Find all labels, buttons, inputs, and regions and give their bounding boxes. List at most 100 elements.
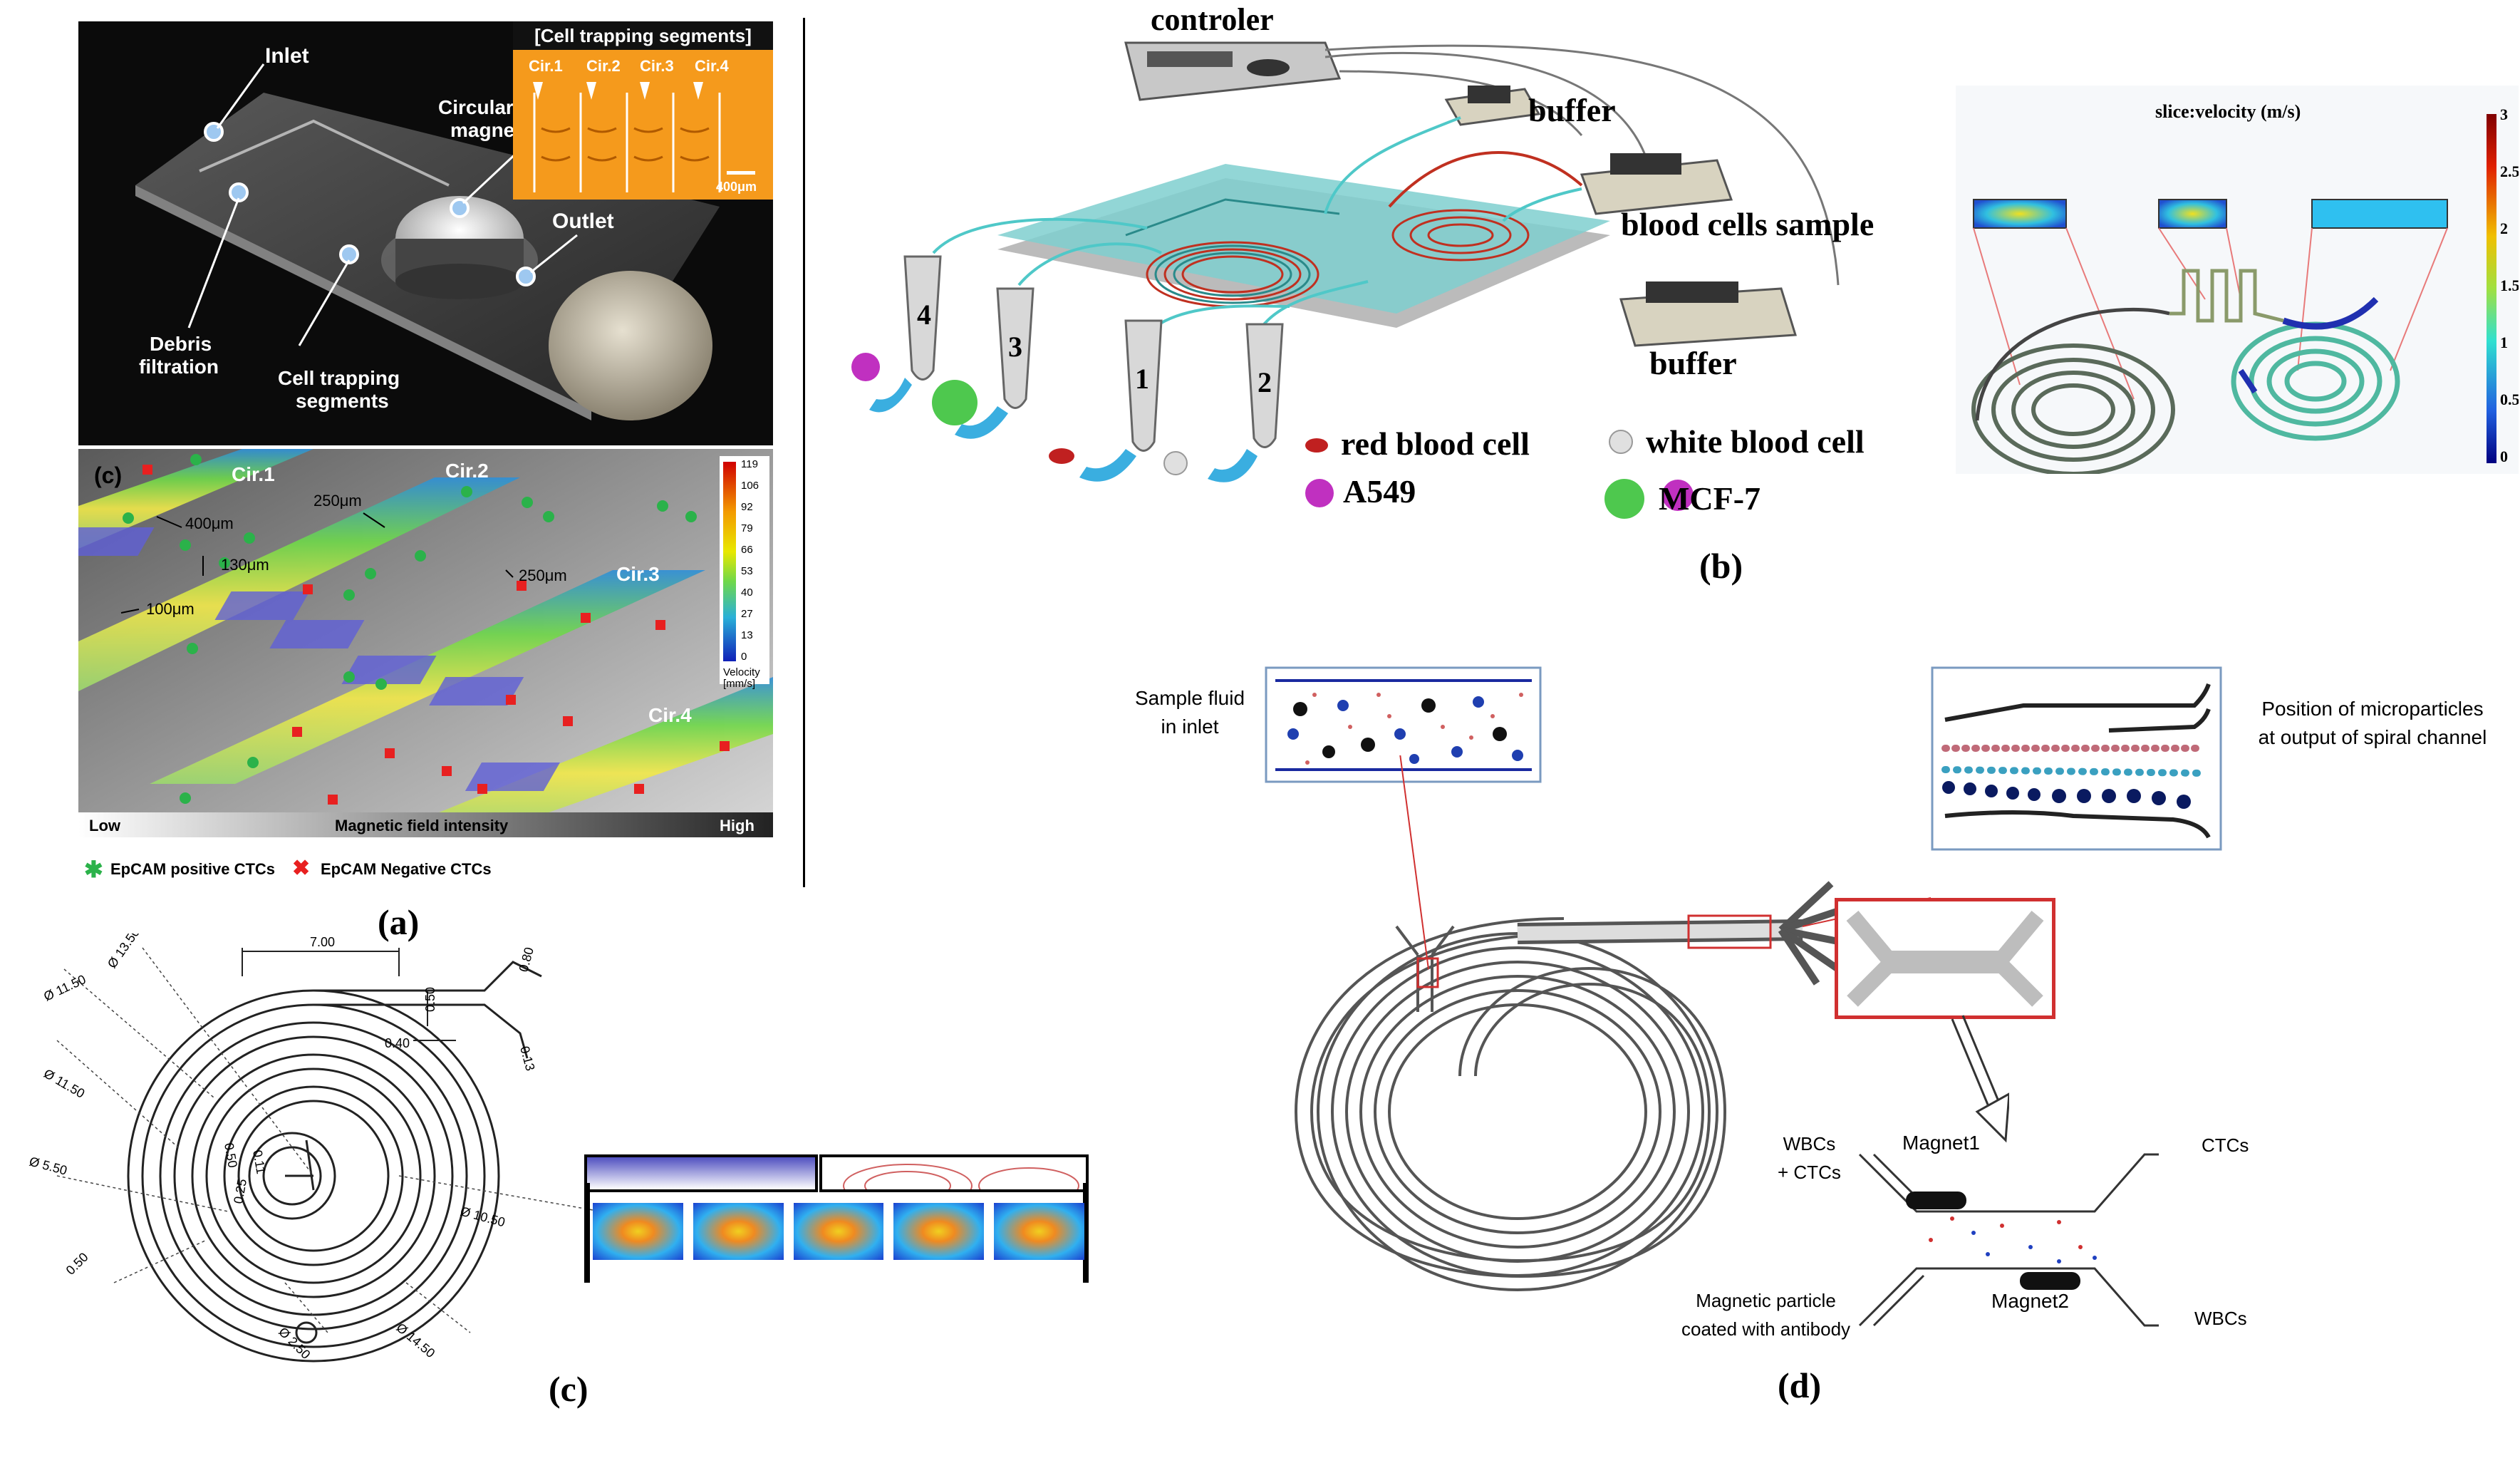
legend-a549: A549 xyxy=(1343,473,1416,510)
label-position: Position of microparticles at output of … xyxy=(2258,698,2487,748)
tube-3: 3 xyxy=(1008,331,1022,363)
label-ctcs: CTCs xyxy=(2202,1134,2249,1156)
dim-5-50: Ø 5.50 xyxy=(28,1154,68,1178)
sim-colorbar-tick: 3 xyxy=(2500,105,2508,123)
legend-wbc: white blood cell xyxy=(1646,423,1865,460)
microfluidic-chip xyxy=(997,164,1610,328)
label-controler: controler xyxy=(1151,2,1274,37)
dim-11-50-a: Ø 11.50 xyxy=(41,972,88,1004)
sim-drawing: 32.521.510.50 xyxy=(1971,105,2519,474)
dim-100: 100μm xyxy=(146,600,195,618)
label-circular-magnet-1: Circular xyxy=(438,96,514,118)
colorbar-tick: 66 xyxy=(741,544,753,556)
sim-cir-1: Cir.1 xyxy=(232,463,275,485)
cross-section-heatmaps xyxy=(593,1203,1084,1260)
sim-colorbar-tick: 0.5 xyxy=(2500,391,2519,408)
magnet-separator xyxy=(1858,1153,2159,1327)
bar-low: Low xyxy=(89,817,120,834)
asterisk-icon: ✱ xyxy=(84,857,103,882)
colorbar-tick: 27 xyxy=(741,608,753,620)
panel-a: Inlet Circular magnet Outlet Debris filt… xyxy=(75,18,777,901)
dim-0-50-b: 0.50 xyxy=(63,1250,91,1278)
inlet-box xyxy=(1265,666,1542,783)
inset-cir-3: Cir.3 xyxy=(640,57,674,75)
colorbar-tick: 119 xyxy=(741,458,758,470)
caption-b: (b) xyxy=(1699,546,1743,586)
label-buffer-bottom: buffer xyxy=(1649,345,1737,381)
rbc-icon xyxy=(1049,448,1074,464)
inset-title: [Cell trapping segments] xyxy=(513,21,773,50)
dim-0-25: 0.25 xyxy=(231,1178,249,1205)
tube-4: 4 xyxy=(917,299,931,331)
inset-scale: 400μm xyxy=(716,180,757,194)
bar-high: High xyxy=(720,817,755,834)
inset-arrows xyxy=(533,82,703,100)
controller-device xyxy=(1124,41,1342,101)
negative-ctc-markers xyxy=(142,465,730,805)
velocity-simulation: slice:velocity (m/s) xyxy=(1956,86,2519,474)
magnetic-intensity-bar: Low Magnetic field intensity High xyxy=(78,812,773,837)
simulation-view: (c) Cir.1 Cir.2 Cir.3 Cir.4 400μm 130μm … xyxy=(78,449,773,837)
wbc-icon xyxy=(1163,451,1188,475)
mcf7-cell-icon xyxy=(932,380,978,425)
caption-a: (a) xyxy=(378,902,420,942)
spiral-drawing: 7.00 0.80 0.50 0.40 0.13 Ø 13.50 Ø 11.50… xyxy=(28,934,642,1363)
label-wbc-ctc: WBCs + CTCs xyxy=(1778,1133,1841,1183)
divider-line xyxy=(803,18,805,887)
sim-tag: (c) xyxy=(94,462,122,488)
label-magnet1: Magnet1 xyxy=(1902,1132,1980,1154)
panel-d: Sample fluid in inlet xyxy=(1111,656,2520,1439)
inset-cir-2: Cir.2 xyxy=(586,57,621,75)
colorbar-tick: 92 xyxy=(741,501,753,513)
colorbar-tick: 0 xyxy=(741,651,747,663)
zoom-box xyxy=(1835,898,2055,1019)
coin xyxy=(549,271,712,420)
legend-negative: EpCAM Negative CTCs xyxy=(321,860,492,878)
colorbar-title-2: [mm/s] xyxy=(723,678,755,690)
inset-drawing: Cir.1 Cir.2 Cir.3 Cir.4 400μm xyxy=(529,57,757,194)
dim-0-11: 0.11 xyxy=(250,1149,269,1175)
down-arrow-icon xyxy=(1951,1015,2009,1143)
label-blood-sample: blood cells sample xyxy=(1621,206,1874,242)
dim-7-00: 7.00 xyxy=(310,935,335,949)
sim-colorbar-tick: 1 xyxy=(2500,334,2508,351)
pump-blood xyxy=(1580,153,1733,215)
colorbar-tick: 106 xyxy=(741,480,759,492)
collection-tubes xyxy=(903,255,1284,452)
dim-250-a: 250μm xyxy=(313,492,362,510)
colorbar-tick: 13 xyxy=(741,629,753,641)
sim-colorbar-ticks: 32.521.510.50 xyxy=(2500,105,2519,465)
colorbar-title-1: Velocity xyxy=(723,666,760,678)
positive-ctc-markers xyxy=(123,454,697,804)
label-inlet: Inlet xyxy=(265,44,309,68)
dim-13-50: Ø 13.50 xyxy=(105,934,142,971)
pump-buffer-top xyxy=(1444,86,1541,126)
legend-rbc: red blood cell xyxy=(1341,425,1530,462)
dim-0-80: 0.80 xyxy=(517,946,536,973)
label-circular-magnet-2: magnet xyxy=(450,119,522,141)
dim-400: 400μm xyxy=(185,515,234,532)
dim-10-50: Ø 10.50 xyxy=(459,1204,507,1230)
chip-photo: Inlet Circular magnet Outlet Debris filt… xyxy=(78,21,773,445)
label-magnetic-particle: Magnetic particle coated with antibody xyxy=(1681,1290,1851,1340)
spiral-rings xyxy=(127,989,500,1363)
label-outlet: Outlet xyxy=(552,210,614,233)
colorbar-tick: 79 xyxy=(741,522,753,534)
spiral-channel xyxy=(1294,755,1931,1291)
legend-mcf7: MCF-7 xyxy=(1659,480,1761,517)
label-cell-trapping-1: Cell trapping xyxy=(278,367,400,389)
panel-b-drawing: controler buffer blood cells sample buff… xyxy=(851,2,1874,519)
velocity-colorbar xyxy=(720,456,769,684)
pump-buffer-bottom xyxy=(1619,281,1797,347)
dim-130: 130μm xyxy=(221,556,269,574)
magnet1 xyxy=(1906,1192,1966,1209)
sim-cir-4: Cir.4 xyxy=(648,704,692,726)
label-debris-2: filtration xyxy=(139,356,219,378)
bar-mid: Magnetic field intensity xyxy=(335,817,509,834)
cross-section-strip xyxy=(584,1154,1090,1283)
label-sample-fluid: Sample fluid in inlet xyxy=(1134,687,1245,738)
sim-colorbar-tick: 0 xyxy=(2500,448,2508,465)
dim-250-b: 250μm xyxy=(519,567,567,584)
tube-1: 1 xyxy=(1135,363,1149,395)
